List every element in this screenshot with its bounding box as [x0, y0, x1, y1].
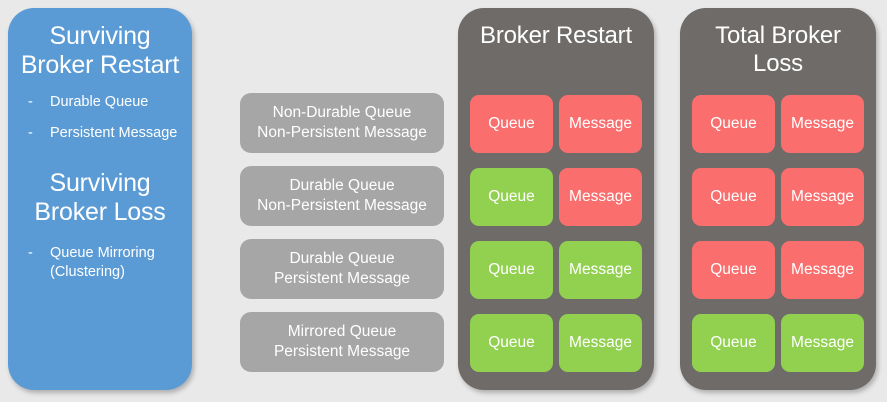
dash-bullet-icon: - — [28, 93, 33, 110]
status-badge-message: Message — [781, 95, 864, 153]
dash-bullet-icon: - — [28, 244, 33, 261]
status-badge-queue: Queue — [470, 95, 553, 153]
total-broker-loss-panel: Total Broker Loss Queue Message Queue Me… — [680, 8, 876, 390]
queue-message-configuration-labels: Non-Durable Queue Non-Persistent Message… — [240, 93, 444, 385]
status-badge-message: Message — [559, 314, 642, 372]
label-line-2: Persistent Message — [273, 270, 411, 287]
list-item: - Durable Queue — [18, 93, 182, 112]
table-row: Queue Message — [692, 168, 864, 226]
surviving-broker-loss-bullets: - Queue Mirroring (Clustering) — [18, 244, 182, 282]
label-line-2: Non-Persistent Message — [257, 124, 427, 141]
label-line-1: Mirrored Queue — [287, 322, 397, 340]
panel-title: Total Broker Loss — [715, 22, 841, 78]
list-item-label: Queue Mirroring (Clustering) — [50, 244, 155, 280]
surviving-broker-loss-heading: Surviving Broker Loss — [34, 169, 166, 227]
status-badge-message: Message — [559, 241, 642, 299]
label-line-1: Durable Queue — [289, 249, 395, 267]
broker-restart-outcome-grid: Queue Message Queue Message Queue Messag… — [458, 95, 654, 387]
surviving-broker-restart-heading: Surviving Broker Restart — [20, 22, 180, 80]
list-item: Durable Queue Non-Persistent Message — [240, 166, 444, 226]
list-item: Durable Queue Persistent Message — [240, 239, 444, 299]
broker-restart-panel: Broker Restart Queue Message Queue Messa… — [458, 8, 654, 390]
panel-title: Broker Restart — [480, 22, 632, 49]
status-badge-message: Message — [781, 241, 864, 299]
durability-criteria-panel: Surviving Broker Restart - Durable Queue… — [8, 8, 192, 390]
label-line-2: Non-Persistent Message — [257, 197, 427, 214]
label-line-1: Non-Durable Queue — [272, 103, 412, 121]
list-item-label: Durable Queue — [50, 93, 149, 110]
status-badge-queue: Queue — [692, 314, 775, 372]
status-badge-message: Message — [781, 314, 864, 372]
surviving-broker-restart-bullets: - Durable Queue - Persistent Message — [18, 93, 182, 144]
table-row: Queue Message — [470, 168, 642, 226]
label-line-2: Persistent Message — [273, 343, 411, 360]
table-row: Queue Message — [470, 241, 642, 299]
list-item: - Queue Mirroring (Clustering) — [18, 244, 182, 282]
label-line-1: Durable Queue — [289, 176, 395, 194]
status-badge-message: Message — [559, 95, 642, 153]
status-badge-queue: Queue — [692, 168, 775, 226]
table-row: Queue Message — [692, 241, 864, 299]
list-item: Mirrored Queue Persistent Message — [240, 312, 444, 372]
list-item: - Persistent Message — [18, 124, 182, 143]
status-badge-queue: Queue — [470, 314, 553, 372]
table-row: Queue Message — [470, 95, 642, 153]
status-badge-queue: Queue — [692, 241, 775, 299]
table-row: Queue Message — [692, 314, 864, 372]
table-row: Queue Message — [692, 95, 864, 153]
table-row: Queue Message — [470, 314, 642, 372]
status-badge-message: Message — [781, 168, 864, 226]
status-badge-queue: Queue — [470, 168, 553, 226]
total-broker-loss-outcome-grid: Queue Message Queue Message Queue Messag… — [680, 95, 876, 387]
list-item: Non-Durable Queue Non-Persistent Message — [240, 93, 444, 153]
status-badge-queue: Queue — [692, 95, 775, 153]
list-item-label: Persistent Message — [50, 125, 178, 142]
dash-bullet-icon: - — [28, 125, 33, 142]
status-badge-queue: Queue — [470, 241, 553, 299]
status-badge-message: Message — [559, 168, 642, 226]
